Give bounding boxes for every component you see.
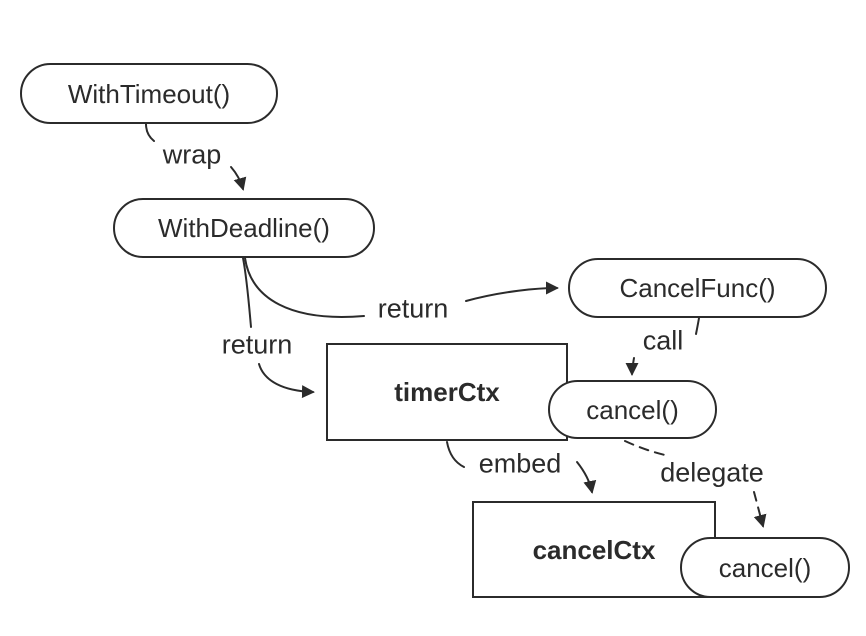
edge-return-left-arrow bbox=[258, 363, 315, 399]
node-cancelfunc: CancelFunc() bbox=[568, 258, 827, 318]
node-withdeadline-label: WithDeadline() bbox=[158, 213, 330, 243]
node-cancel-timerctx: cancel() bbox=[548, 380, 717, 439]
node-timerctx: timerCtx bbox=[326, 343, 568, 441]
node-cancelctx: cancelCtx bbox=[472, 501, 716, 598]
edge-delegate-arrow bbox=[753, 491, 767, 528]
edge-label-call: call bbox=[639, 325, 687, 357]
edge-label-embed: embed bbox=[475, 448, 565, 480]
node-withtimeout-label: WithTimeout() bbox=[67, 78, 231, 109]
edge-embed-tail bbox=[446, 441, 465, 468]
node-cancel-cancelctx-label: cancel() bbox=[718, 552, 812, 583]
edge-return-right-arrow bbox=[465, 281, 559, 302]
edge-label-wrap: wrap bbox=[159, 139, 225, 171]
node-withdeadline: WithDeadline() bbox=[113, 198, 375, 258]
edge-wrap-arrow bbox=[230, 166, 247, 191]
edge-return-left-tail bbox=[242, 257, 252, 328]
node-timerctx-label: timerCtx bbox=[394, 377, 500, 407]
edge-wrap-tail bbox=[145, 123, 155, 142]
edge-embed-arrow bbox=[576, 461, 597, 494]
node-cancelfunc-label: CancelFunc() bbox=[619, 273, 776, 303]
node-cancelctx-label: cancelCtx bbox=[532, 534, 656, 565]
edge-delegate-tail bbox=[624, 440, 666, 456]
edge-call-tail bbox=[695, 317, 700, 335]
edge-label-return-left: return bbox=[218, 329, 296, 361]
edge-call-arrow bbox=[625, 357, 639, 376]
edge-label-return-right: return bbox=[374, 293, 452, 325]
node-withtimeout: WithTimeout() bbox=[20, 63, 278, 124]
edge-label-delegate: delegate bbox=[657, 457, 767, 489]
node-cancel-timerctx-label: cancel() bbox=[586, 394, 679, 425]
edge-return-right-tail bbox=[244, 257, 365, 318]
node-cancel-cancelctx: cancel() bbox=[680, 537, 850, 598]
